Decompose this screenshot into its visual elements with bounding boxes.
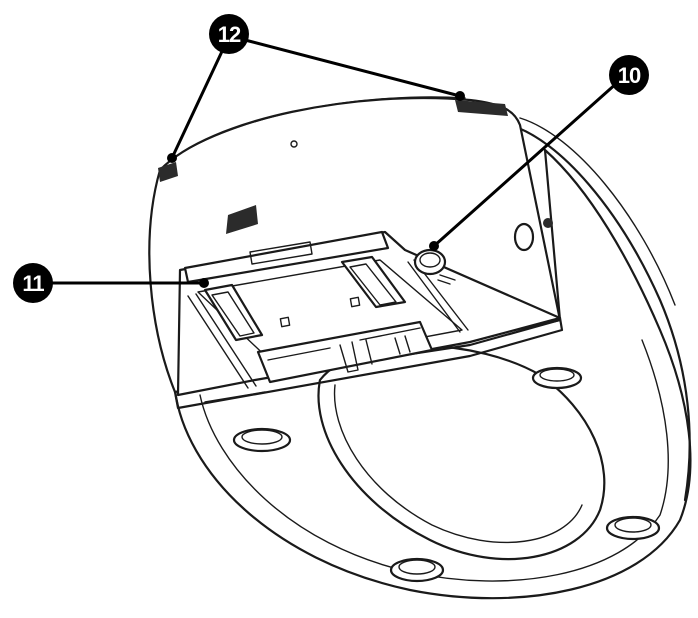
callout-12: 12	[209, 14, 249, 54]
foot-left	[232, 427, 292, 453]
side-features	[513, 218, 553, 252]
callout-10-label: 10	[618, 63, 641, 88]
base-plate	[173, 117, 692, 600]
leader-lines	[48, 38, 620, 288]
round-button	[413, 248, 456, 285]
right-slot	[340, 255, 407, 309]
battery-bay	[173, 230, 564, 410]
leader-12-left	[170, 43, 227, 160]
foot-right-top	[531, 366, 583, 390]
callout-11-label: 11	[22, 271, 44, 296]
foot-bottom-right	[605, 515, 661, 541]
leader-10	[432, 80, 620, 248]
callout-10: 10	[609, 55, 649, 95]
callout-11: 11	[13, 263, 53, 303]
left-slot	[203, 283, 264, 342]
callout-12-label: 12	[218, 22, 241, 47]
foot-bottom-left	[389, 557, 445, 583]
leader-12-right	[243, 38, 462, 98]
connector-block	[256, 320, 434, 384]
vent-grille	[226, 205, 258, 234]
